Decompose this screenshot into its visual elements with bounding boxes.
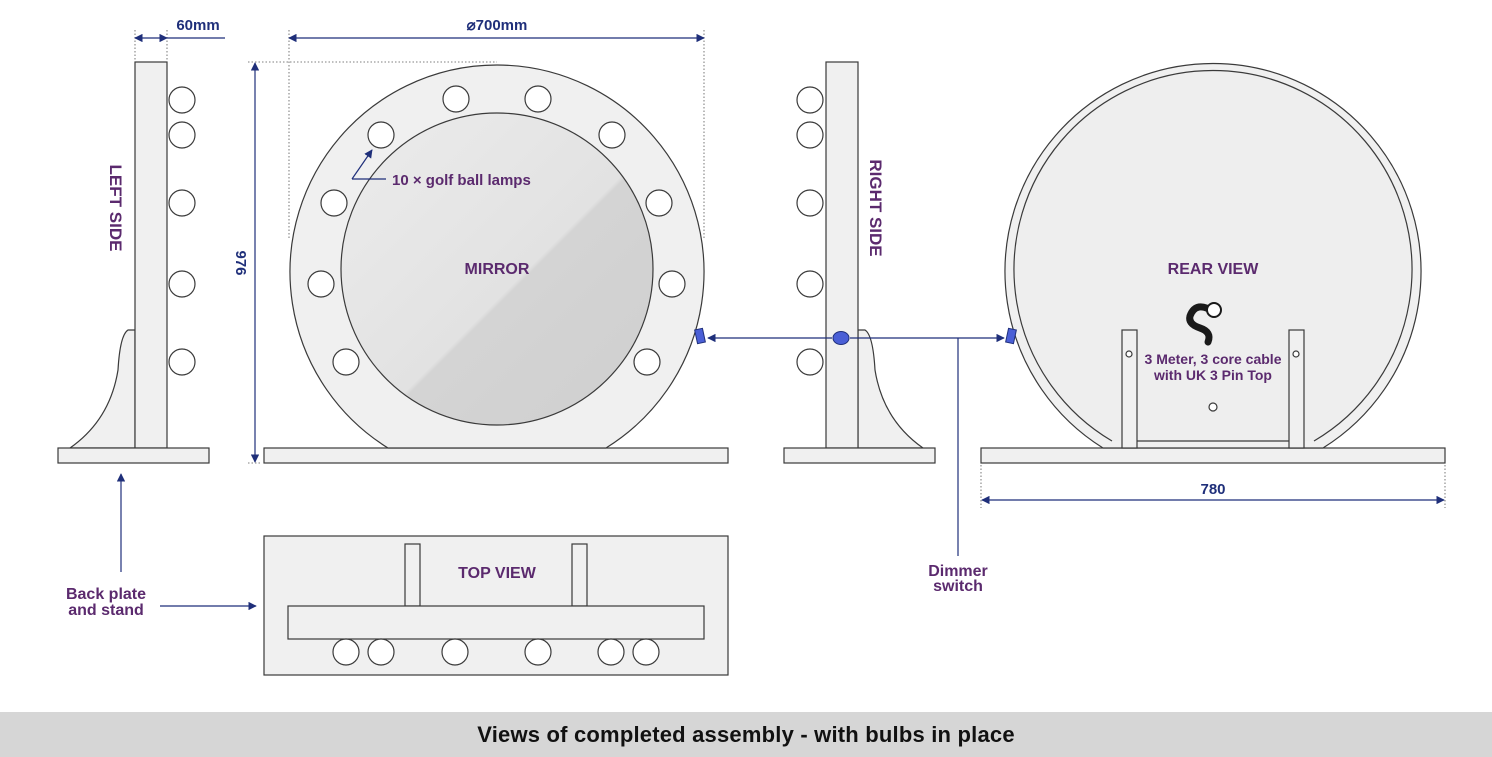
bulb-icon (796, 86, 824, 114)
bulb-icon (658, 270, 686, 298)
diameter-dimension: ⌀700mm (288, 17, 705, 43)
dimmer-callout: Dimmer switch (707, 333, 1005, 595)
stand-bracket (68, 329, 136, 449)
depth-value: 60mm (176, 17, 219, 34)
mirror-label: MIRROR (465, 261, 530, 278)
rear-view-label: REAR VIEW (1168, 261, 1260, 278)
top-view: TOP VIEW (263, 535, 729, 676)
front-view: MIRROR 10 × golf ball lamps (248, 30, 729, 464)
rear-panel-inner-rim (1013, 70, 1413, 442)
bulb-icon (632, 638, 660, 666)
bulb-icon (598, 121, 626, 149)
bulb-icon (524, 85, 552, 113)
bulb-icon (441, 638, 469, 666)
back-plate-label-line1: Back plate (66, 586, 146, 603)
back-plate-upright (404, 543, 421, 607)
bulb-icon (597, 638, 625, 666)
bulb-icon (367, 638, 395, 666)
base-plate (263, 447, 729, 464)
back-plate-callout: Back plate and stand (66, 473, 257, 619)
mirror-glass (340, 112, 654, 426)
stand-bracket (857, 329, 925, 449)
mounting-hole (1208, 402, 1218, 412)
mounting-hole (1292, 350, 1300, 358)
bulb-icon (442, 85, 470, 113)
bulb-icon (307, 270, 335, 298)
back-plate-upright (1121, 329, 1138, 449)
height-dimension: 976 (232, 62, 262, 464)
cable-icon (1186, 303, 1218, 346)
bulb-icon (645, 189, 673, 217)
bulb-icon (320, 189, 348, 217)
bulb-icon (796, 121, 824, 149)
dimmer-switch-icon (694, 327, 706, 345)
mounting-hole (1125, 350, 1133, 358)
base-plate (783, 447, 936, 464)
right-side-label: RIGHT SIDE (866, 159, 885, 256)
back-plate-upright (1288, 329, 1305, 449)
bulb-icon (796, 270, 824, 298)
bulb-icon (524, 638, 552, 666)
cable-label-line2: with UK 3 Pin Top (1153, 367, 1272, 383)
dimmer-label-line2: switch (933, 578, 983, 595)
back-plate-label-line2: and stand (68, 602, 144, 619)
left-side-view: LEFT SIDE (57, 61, 210, 464)
back-plate-upright (571, 543, 588, 607)
bulb-icon (168, 270, 196, 298)
cable-entry-icon (1206, 302, 1222, 318)
dimmer-switch-icon (832, 331, 850, 345)
bulb-icon (332, 638, 360, 666)
side-post (825, 61, 859, 449)
base-plate (57, 447, 210, 464)
height-value: 976 (232, 250, 249, 275)
mirror-body-top (287, 605, 705, 640)
bulb-icon (168, 189, 196, 217)
lamps-label: 10 × golf ball lamps (392, 172, 531, 189)
width-dimension: 780 (980, 465, 1446, 508)
caption-bar: Views of completed assembly - with bulbs… (0, 712, 1492, 757)
bulb-icon (367, 121, 395, 149)
depth-dimension: 60mm (134, 17, 225, 60)
rear-view: REAR VIEW 3 Meter, 3 core cable with UK … (980, 62, 1446, 464)
bulb-icon (796, 348, 824, 376)
bulb-icon (168, 121, 196, 149)
cable-label-line1: 3 Meter, 3 core cable (1145, 351, 1282, 367)
base-plate (980, 447, 1446, 464)
top-view-label: TOP VIEW (458, 565, 537, 582)
dimmer-label-line1: Dimmer (928, 563, 988, 580)
bulb-icon (633, 348, 661, 376)
width-value: 780 (1200, 481, 1225, 498)
caption-text: Views of completed assembly - with bulbs… (477, 721, 1015, 747)
bulb-icon (168, 86, 196, 114)
diameter-value: ⌀700mm (467, 17, 528, 34)
side-post (134, 61, 168, 449)
right-side-view: RIGHT SIDE (783, 61, 936, 464)
bulb-icon (168, 348, 196, 376)
bulb-icon (332, 348, 360, 376)
lamp-callout-arrow (351, 149, 373, 180)
left-side-label: LEFT SIDE (106, 165, 125, 252)
bulb-icon (796, 189, 824, 217)
dimmer-switch-icon (1005, 327, 1017, 345)
